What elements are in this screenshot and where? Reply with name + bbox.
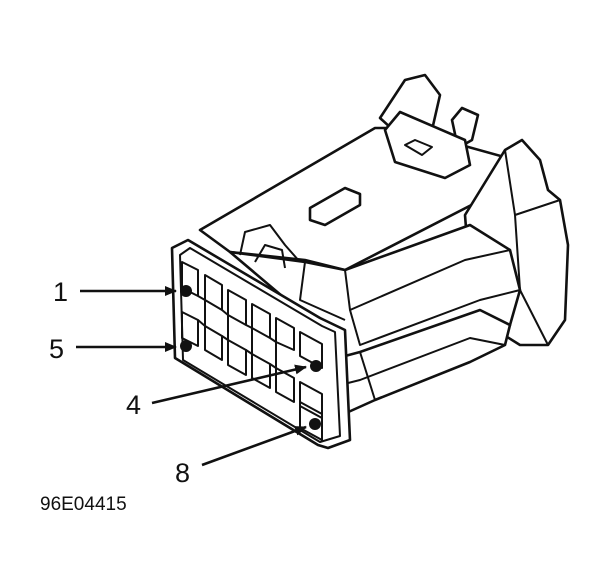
terminal-pin-4 bbox=[310, 360, 322, 372]
terminal-pin-5 bbox=[180, 340, 192, 352]
figure-id: 96E04415 bbox=[40, 494, 127, 515]
terminal-pin-8 bbox=[309, 418, 321, 430]
connector-drawing bbox=[170, 73, 570, 450]
top-small-tab bbox=[308, 186, 362, 227]
callout-arrow-4 bbox=[151, 364, 307, 405]
callout-label-4: 4 bbox=[126, 390, 141, 420]
callout-arrow-8 bbox=[201, 425, 307, 467]
callout-label-8: 8 bbox=[175, 458, 190, 488]
callout-label-5: 5 bbox=[49, 334, 64, 364]
terminal-pin-1 bbox=[180, 285, 192, 297]
callout-label-1: 1 bbox=[53, 277, 68, 307]
